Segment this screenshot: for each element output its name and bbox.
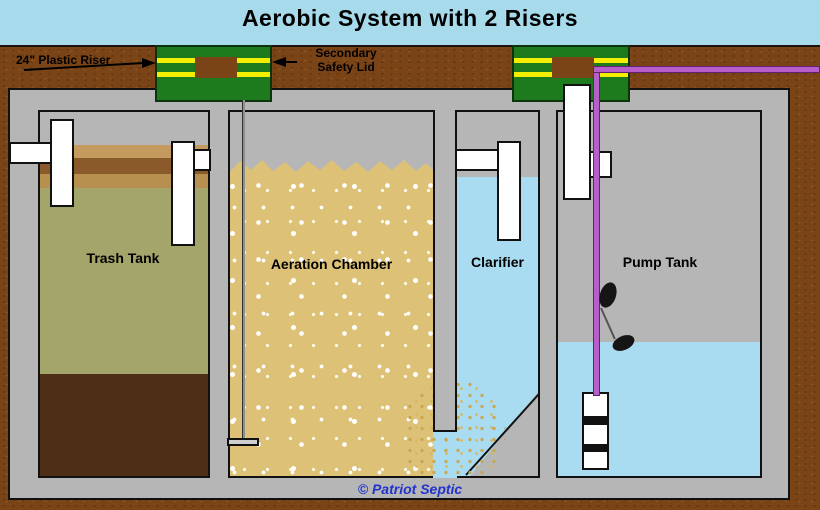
clarifier-tee-arm xyxy=(455,149,500,171)
aerated-liquid-bubbles xyxy=(230,160,433,476)
pump-band xyxy=(584,416,607,425)
wall-trash-aeration xyxy=(208,110,230,478)
trash-tank-outlet-tee xyxy=(171,141,195,246)
scum-layer-bottom xyxy=(40,174,208,188)
trash-tank-chamber xyxy=(38,110,208,478)
riser-label: 24" Plastic Riser xyxy=(16,53,111,67)
pump-tank-label: Pump Tank xyxy=(622,254,698,270)
riser-dirt-patch xyxy=(552,57,594,78)
safety-lid-label: Secondary Safety Lid xyxy=(315,46,377,74)
wall-aeration-clarifier xyxy=(433,110,457,432)
scum-layer-top xyxy=(40,145,208,158)
pump-tank-inlet-pipe xyxy=(563,84,591,200)
sludge-layer xyxy=(40,374,208,476)
trash-tank-outlet-arm xyxy=(193,149,211,171)
page-title: Aerobic System with 2 Risers xyxy=(241,5,579,31)
riser-dirt-patch xyxy=(195,57,237,78)
trash-tank-label: Trash Tank xyxy=(86,250,160,266)
clarifier-outlet-tee xyxy=(497,141,521,241)
aeration-chamber xyxy=(230,110,433,478)
arrow-left-icon xyxy=(272,57,286,67)
discharge-pipe-vertical xyxy=(593,66,600,396)
copyright-text: © Patriot Septic xyxy=(357,481,463,497)
scum-layer-dark xyxy=(40,158,208,174)
air-supply-line xyxy=(242,100,245,440)
arrow-right-icon xyxy=(142,58,156,68)
aeration-chamber-label: Aeration Chamber xyxy=(270,256,393,272)
air-diffuser xyxy=(227,438,259,446)
inlet-tee-baffle xyxy=(50,119,74,207)
arrow-line-riser xyxy=(23,62,144,71)
plastic-riser-1 xyxy=(155,45,272,102)
clarifier-label: Clarifier xyxy=(471,254,524,270)
effluent-pump xyxy=(582,392,609,470)
pump-band xyxy=(584,444,607,452)
discharge-pipe-horizontal xyxy=(593,66,820,73)
callout-arrows xyxy=(23,57,297,71)
wall-clarifier-pump xyxy=(538,110,558,478)
